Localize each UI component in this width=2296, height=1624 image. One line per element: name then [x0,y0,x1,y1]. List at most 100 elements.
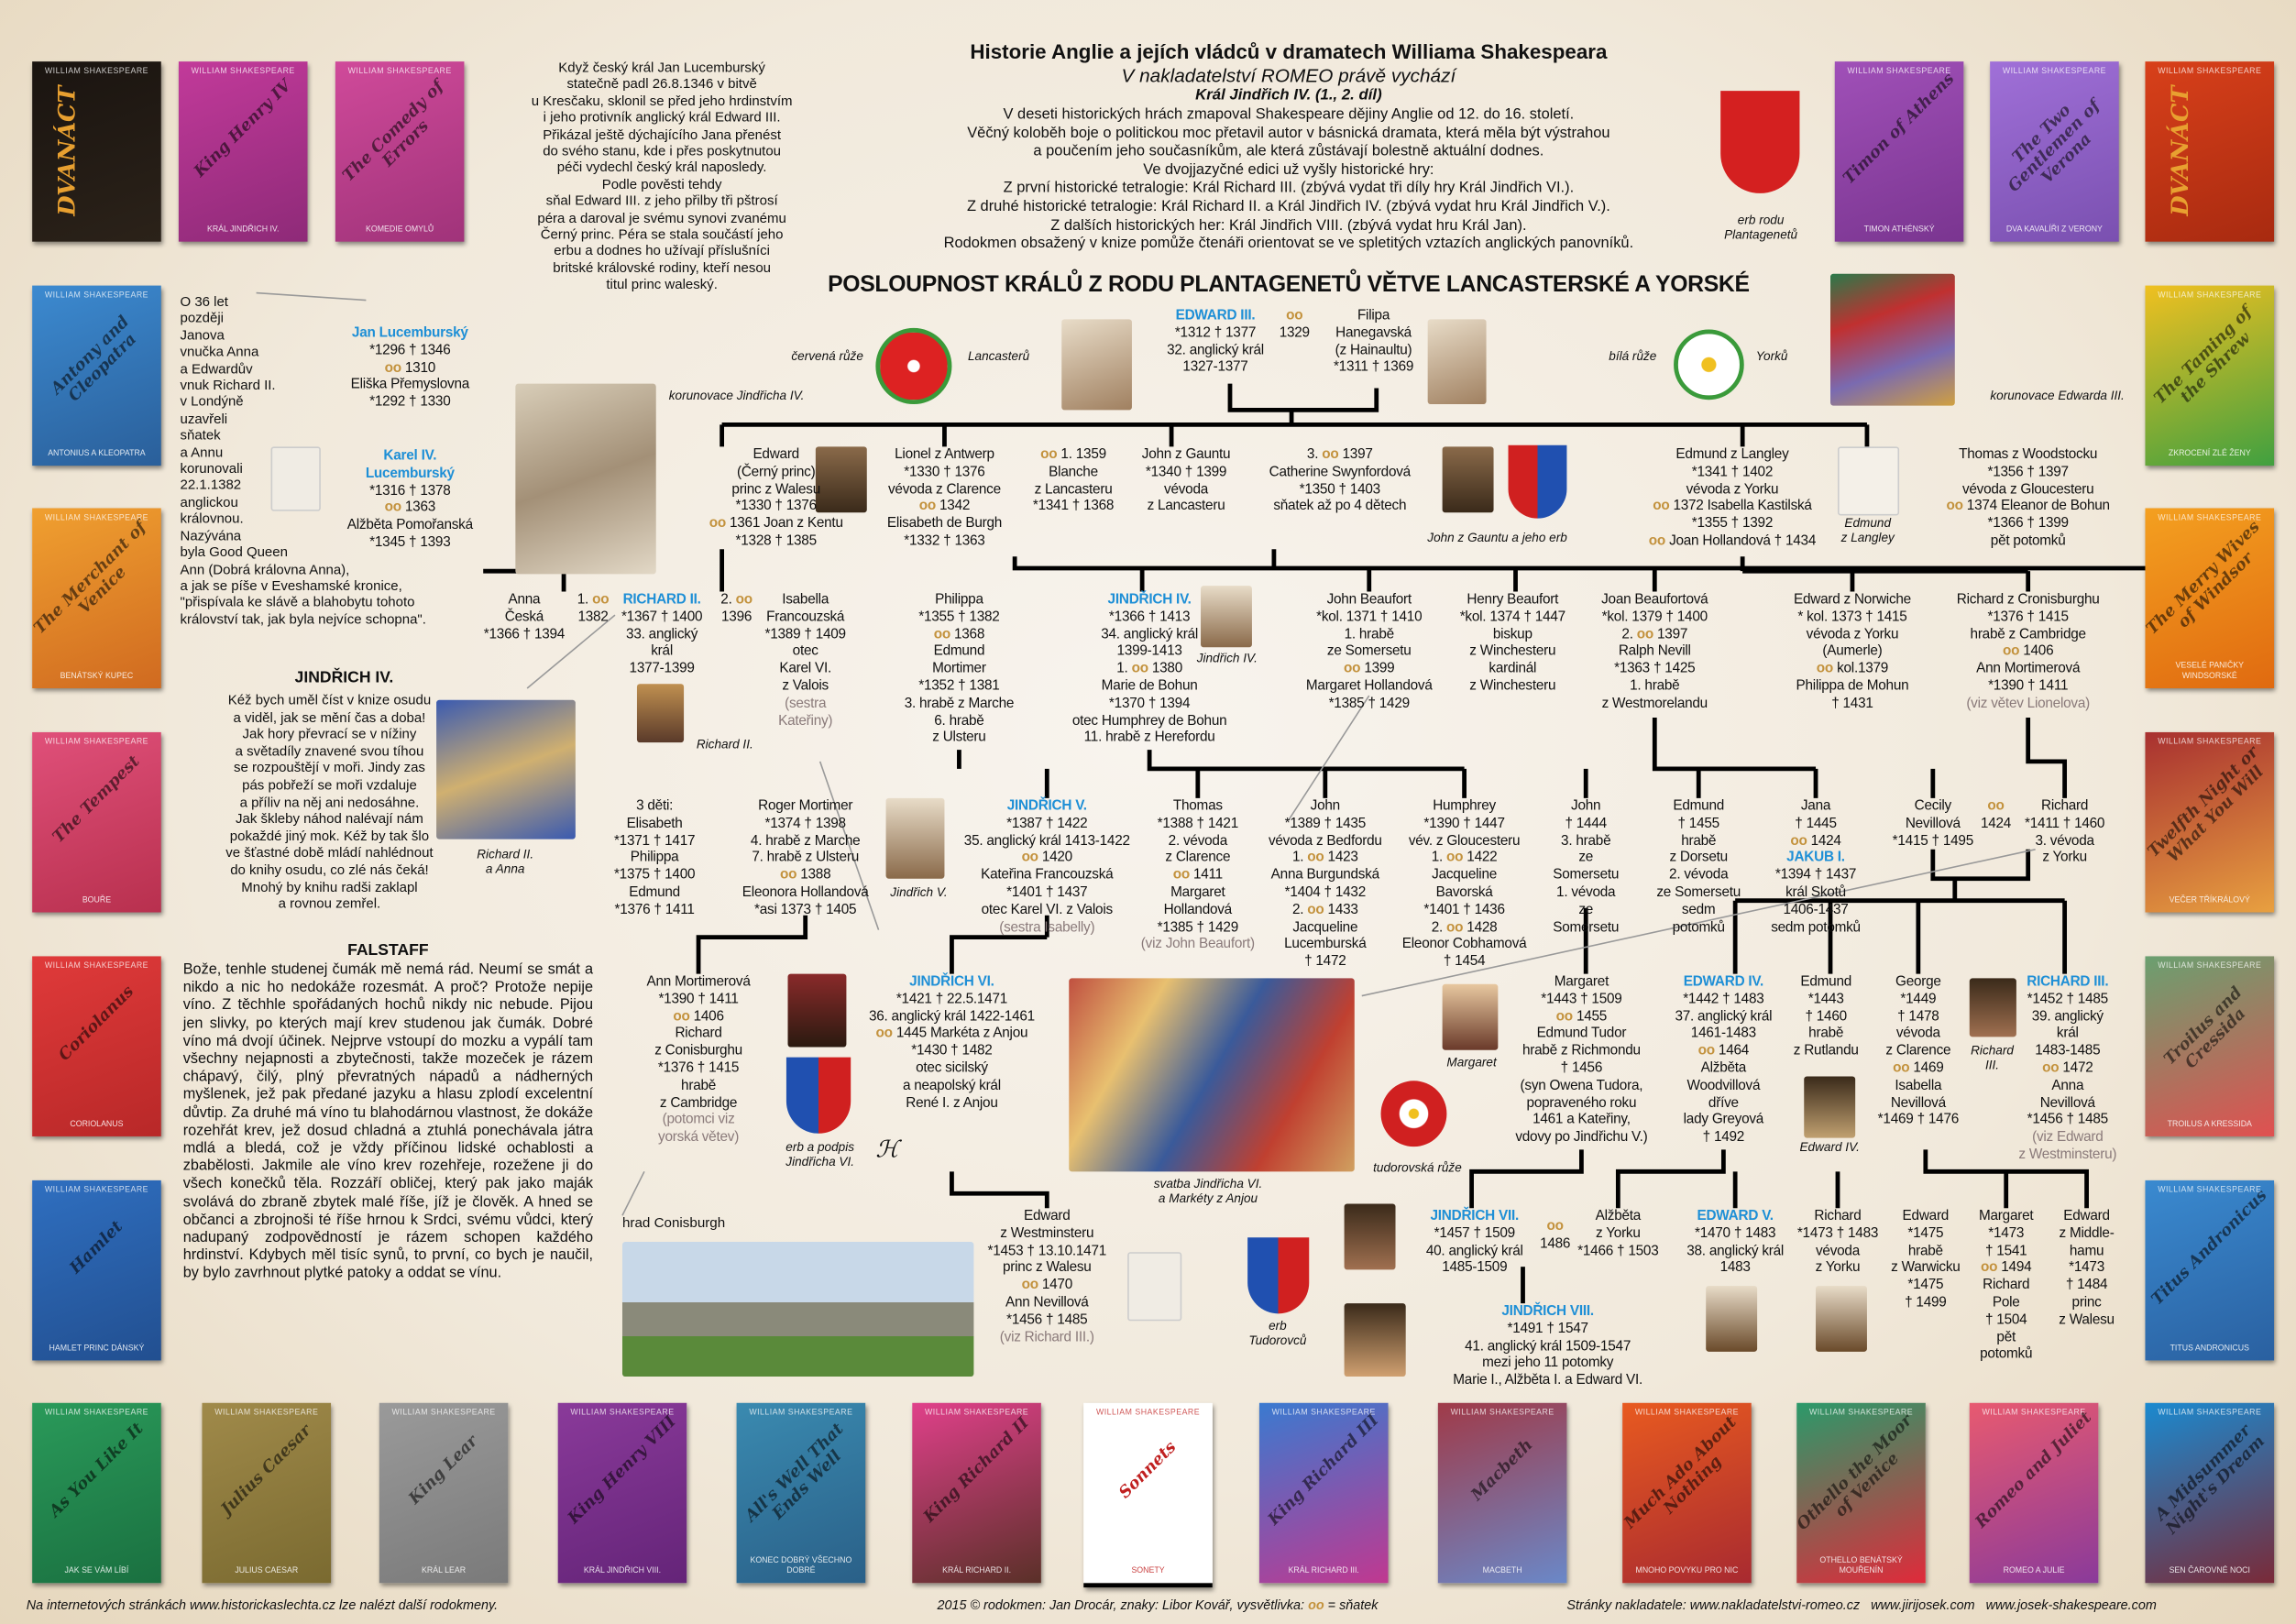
person-text: *1367 † 1400 33. anglický král 1377-1399 [621,609,703,677]
book-title: The Tempest [49,752,144,847]
person-edward5: EDWARD V.*1470 † 1483 38. anglický král … [1686,1208,1784,1277]
person-text: John Beaufort *kol. 1371 † 1410 1. hrabě… [1305,591,1433,712]
caption-langley: Edmund z Langley [1840,515,1895,545]
book-series-label: WILLIAM SHAKESPEARE [44,291,149,301]
book-czech-title: ANTONIUS A KLEOPATRA [48,448,146,458]
person-text: oo 1329 [1279,307,1310,341]
jirijosek-link[interactable]: www.jirijosek.com [1871,1597,1975,1613]
person-m1424: oo 1424 [1981,798,2011,833]
person-edward3: EDWARD III.*1312 † 1377 32. anglický krá… [1167,308,1264,377]
person-edwestm: Edward z Westminsteru *1453 † 13.10.1471… [988,1208,1107,1346]
person-text: John † 1444 3. hrabě ze Somersetu 1. vév… [1553,797,1620,936]
josek-shakespeare-link[interactable]: www.josek-shakespeare.com [1985,1597,2157,1613]
book-series-label: WILLIAM SHAKESPEARE [214,1409,319,1418]
richard-york-portrait [1816,1285,1867,1352]
caption-coronation-edward3: korunovace Edwarda III. [1990,388,2125,403]
book-czech-title: HAMLET PRINC DÁNSKÝ [49,1344,145,1353]
person-m1486: oo 1486 [1540,1218,1570,1253]
person-henry7: JINDŘICH VII.*1457 † 1509 40. anglický k… [1426,1208,1523,1277]
person-henry4: JINDŘICH IV.*1366 † 1413 34. anglický kr… [1072,592,1227,748]
person-text: Lionel z Antwerp *1330 † 1376 vévoda z C… [886,446,1003,550]
intro-text: V deseti historických hrách zmapoval Sha… [943,106,1634,253]
person-m1396: 2. oo 1396 [720,592,753,627]
person-m1329: oo 1329 [1280,308,1310,343]
person-note: (sestra Isabelly) [999,918,1095,936]
edward3-portrait [1061,319,1132,411]
caption-plantagenet: erb rodu Plantagenetů [1724,212,1798,242]
book-series-label: WILLIAM SHAKESPEARE [570,1409,675,1418]
person-text: *1312 † 1377 32. anglický král 1327-1377 [1167,324,1264,376]
person-richard3: RICHARD III.*1452 † 1485 39. anglický kr… [2018,974,2116,1164]
person-anna: Anna Česká *1366 † 1394 [484,592,566,644]
person-text: *1452 † 1485 39. anglický král 1483-1485… [2027,991,2109,1128]
book-title: The Comedy of Errors [338,76,447,186]
person-text: Richard z Cronisburghu *1376 † 1415 hrab… [1956,591,2100,695]
person-text: Roger Mortimer *1374 † 1398 4. hrabě z M… [742,797,869,918]
book-title: Macbeth [1467,1434,1537,1505]
book-series-label: WILLIAM SHAKESPEARE [2158,291,2262,301]
book-series-label: WILLIAM SHAKESPEARE [2158,67,2262,77]
coronation-henry4-image [515,383,656,575]
person-text: *1457 † 1509 40. anglický král 1485-1509 [1425,1225,1523,1277]
book-series-label: WILLIAM SHAKESPEARE [44,1409,149,1418]
book-series-label: WILLIAM SHAKESPEARE [44,513,149,523]
caption-tudor-arms: erb Tudorovců [1248,1318,1307,1348]
person-text: oo 1. 1359 Blanche z Lancasteru *1341 † … [1032,446,1115,515]
henry6-wedding-image [1069,978,1355,1172]
person-norwich: Edward z Norwiche * kol. 1373 † 1415 vév… [1794,592,1911,713]
book-title: Romeo and Juliet [1971,1408,2096,1532]
person-johnsom: John † 1444 3. hrabě ze Somersetu 1. vév… [1553,798,1619,937]
person-deti: 3 děti: Elisabeth *1371 † 1417 Philippa … [614,798,696,919]
book-series-label: WILLIAM SHAKESPEARE [1847,67,1951,77]
person-isabella: Isabella Francouzská *1389 † 1409 otec K… [765,592,847,730]
book-czech-title: VEČER TŘÍKRÁLOVÝ [2169,895,2250,905]
person-name: JINDŘICH V. [1006,797,1087,815]
person-george: George *1449 † 1478 vévoda z Clarence oo… [1878,974,1960,1130]
henry6-signature-icon: ℋ [875,1135,899,1163]
person-name: JINDŘICH VII. [1430,1208,1520,1224]
person-karel-iv: Karel IV. Lucemburský*1316 † 1378 oo 136… [346,447,473,551]
richard2-portrait [636,684,685,743]
person-name: JINDŘICH VIII. [1501,1303,1594,1320]
book-title: The Taming of the Shrew [2149,302,2256,408]
book-series-label: WILLIAM SHAKESPEARE [1982,1409,2086,1418]
person-note: (sestra Kateřiny) [778,695,833,730]
person-jan-lucembursky: Jan Lucemburský*1296 † 1346 oo 1310 Eliš… [350,324,470,411]
publisher-link[interactable]: www.nakladatelstvi-romeo.cz [1689,1597,1861,1613]
person-johnbed: John *1389 † 1435 vévoda z Bedfordu 1. o… [1269,798,1382,971]
book-series-label: WILLIAM SHAKESPEARE [1450,1409,1554,1418]
henry7-portrait [1344,1203,1396,1270]
book-title: Sonnets [1115,1437,1181,1503]
black-prince-portrait [815,446,867,513]
